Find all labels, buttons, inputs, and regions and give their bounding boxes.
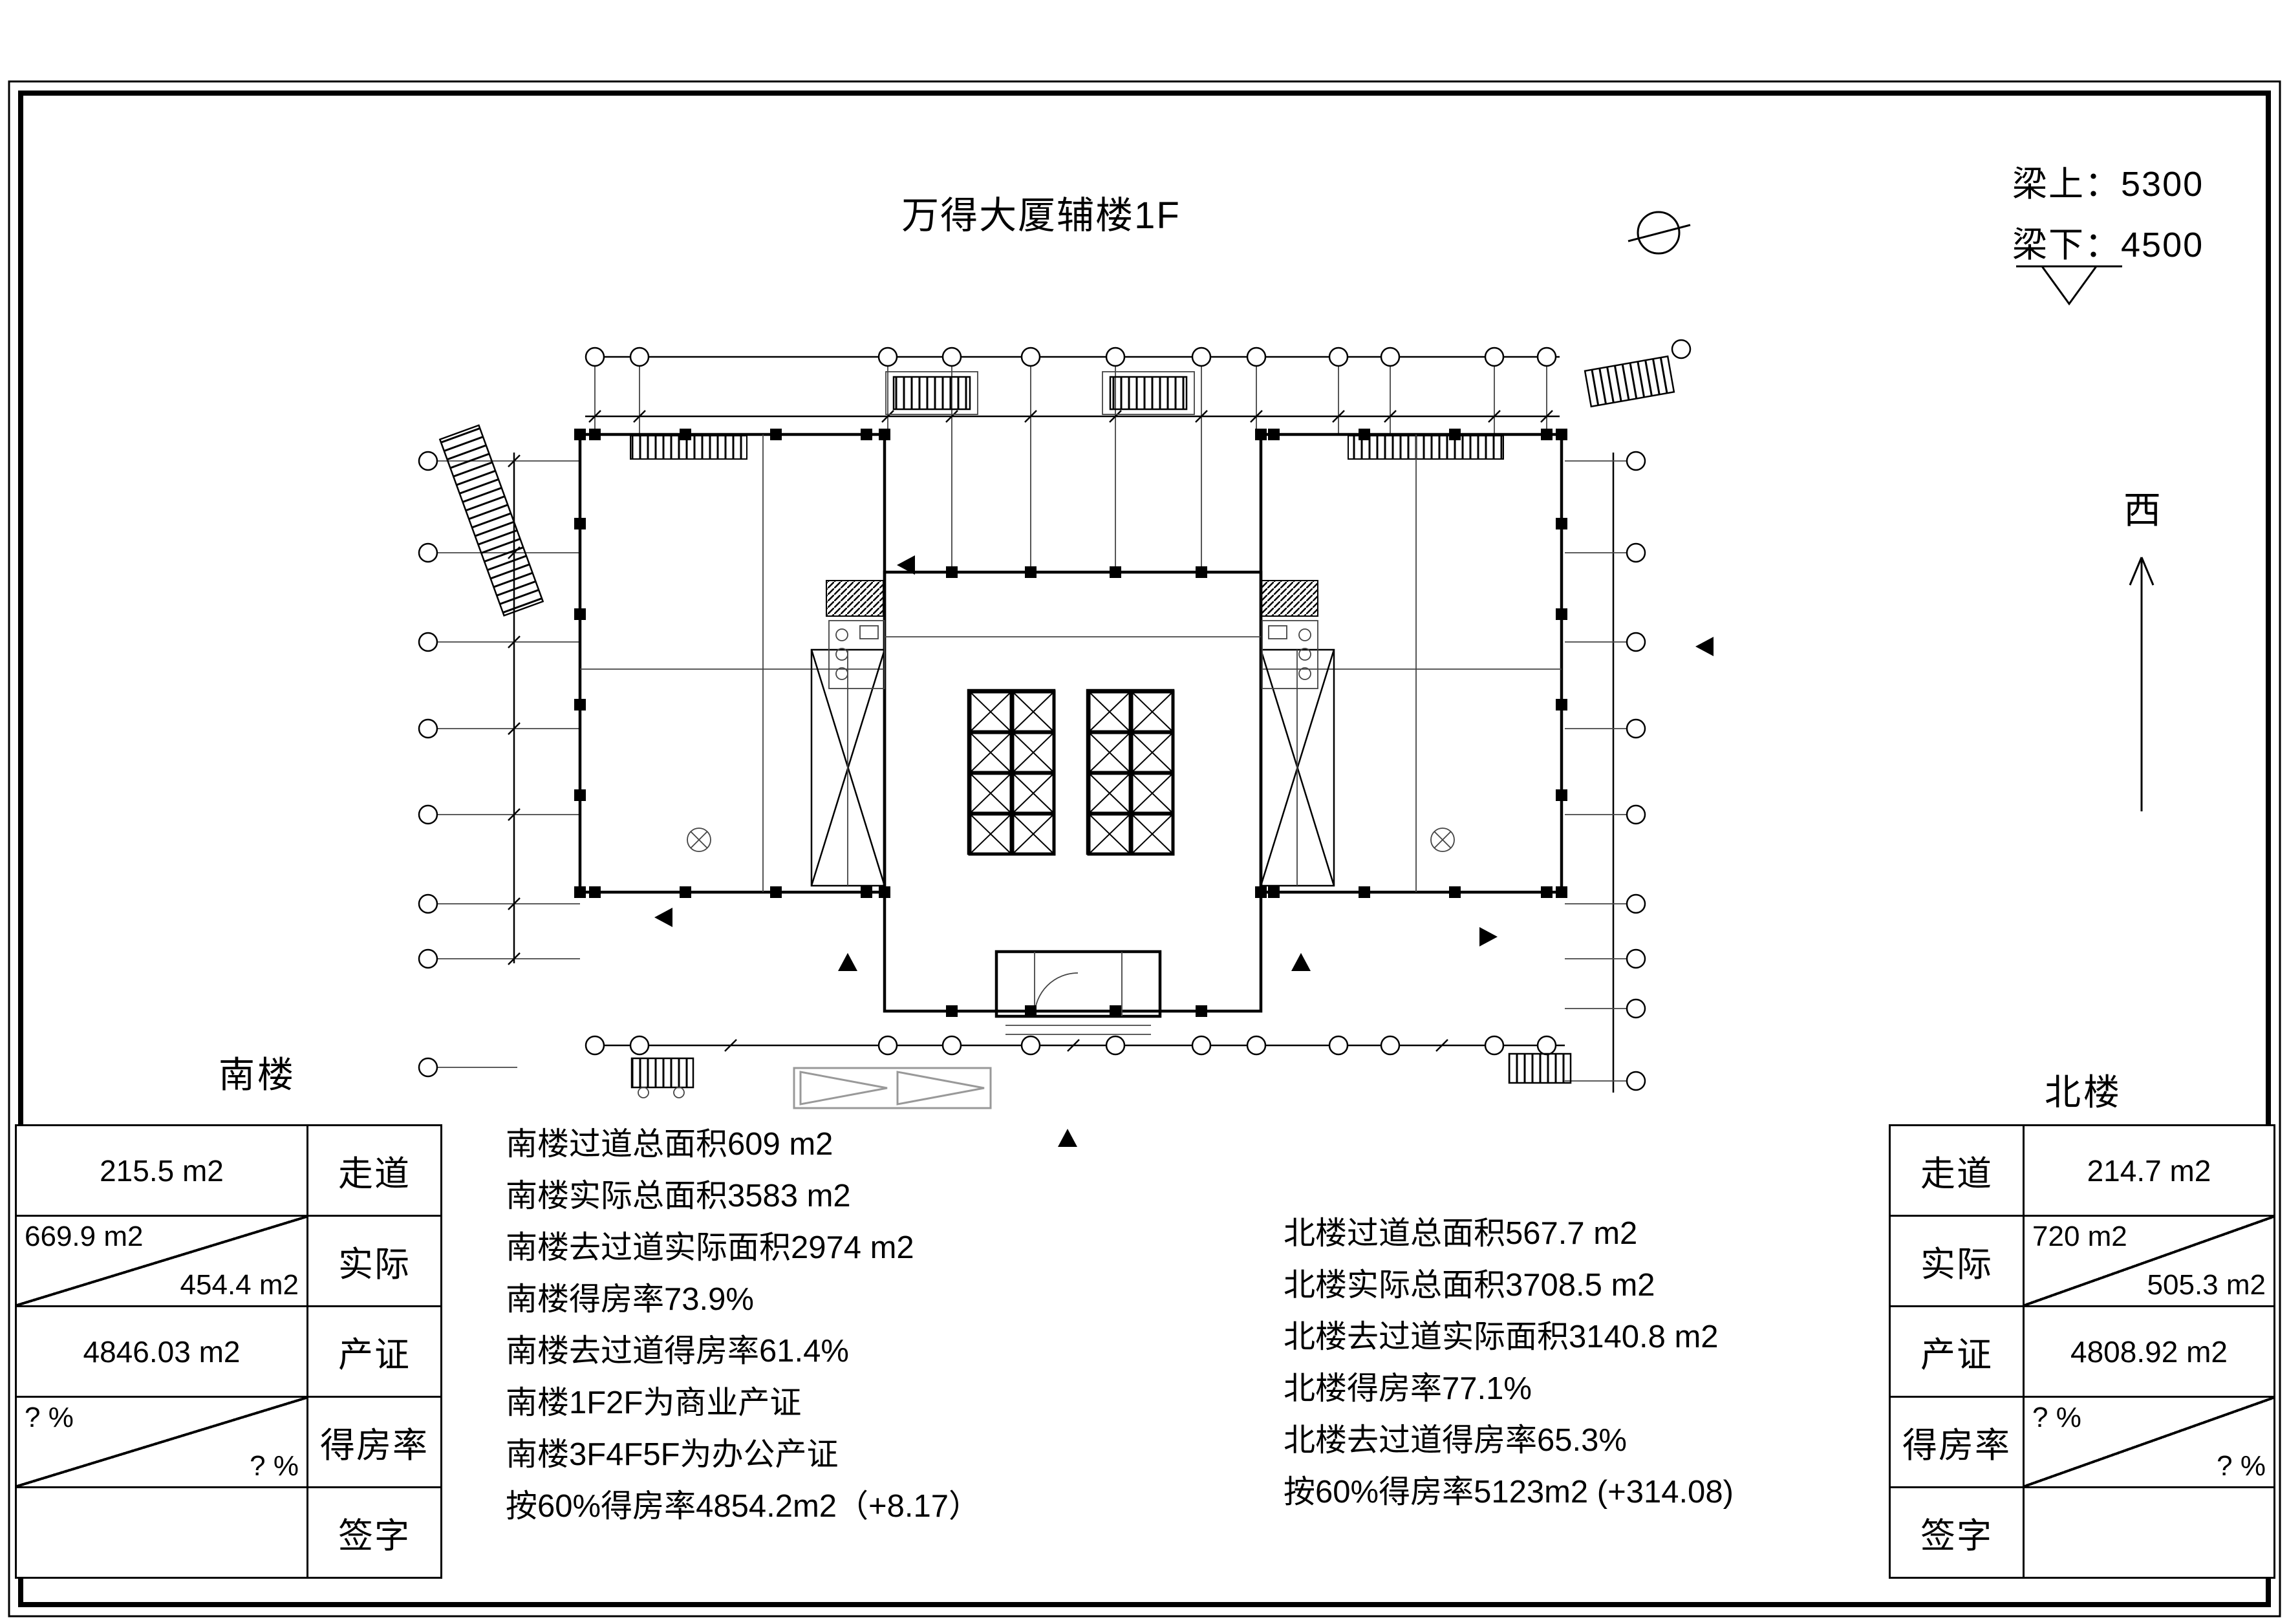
- drawing-title: 万得大厦辅楼1F: [901, 195, 1181, 237]
- south-note-line: 南楼去过道实际面积2974 m2: [506, 1230, 914, 1265]
- north-signature-label: 签字: [1891, 1488, 2023, 1577]
- canopy-triangles: [793, 1067, 992, 1109]
- south-notes: 南楼过道总面积609 m2 南楼实际总面积3583 m2 南楼去过道实际面积29…: [506, 1118, 980, 1532]
- south-note-line: 按60%得房率4854.2m2（+8.17）: [506, 1489, 980, 1524]
- south-note-line: 南楼过道总面积609 m2: [506, 1127, 833, 1162]
- south-signature-label: 签字: [308, 1488, 440, 1577]
- section-marker-icon: [1628, 211, 1691, 255]
- north-actual-value: 720 m2 505.3 m2: [2025, 1217, 2273, 1305]
- north-note-line: 北楼去过道得房率65.3%: [1284, 1423, 1627, 1458]
- north-certificate-value: 4808.92 m2: [2025, 1307, 2273, 1396]
- level-symbol-icon: [2016, 265, 2122, 306]
- south-ratio-label: 得房率: [308, 1398, 440, 1486]
- west-arrow-icon: [2129, 557, 2155, 811]
- ramp-rotated: [438, 424, 544, 617]
- north-corridor-value: 214.7 m2: [2025, 1126, 2273, 1215]
- stair-right: [1260, 648, 1335, 887]
- sheet-border: [8, 80, 2281, 1618]
- south-note-line: 南楼去过道得房率61.4%: [506, 1334, 849, 1369]
- south-actual-top: 669.9 m2: [25, 1221, 144, 1252]
- south-ratio-value: ? % ? %: [17, 1398, 306, 1486]
- elevator-core-right: [1086, 689, 1173, 854]
- columns: [574, 429, 1567, 1017]
- north-ratio-bottom: ? %: [2217, 1450, 2266, 1482]
- right-dimension-grid: [1565, 451, 1646, 1093]
- south-note-line: 南楼实际总面积3583 m2: [506, 1179, 851, 1213]
- escalator-blocks: [630, 339, 1692, 1098]
- north-note-line: 北楼过道总面积567.7 m2: [1284, 1216, 1638, 1251]
- top-dimension-grid: [585, 347, 1560, 572]
- beam-note: 梁上：5300 梁下：4500: [2012, 154, 2204, 275]
- south-building-label: 南楼: [219, 1054, 296, 1095]
- stair-left: [810, 648, 886, 887]
- elevator-core-left: [967, 689, 1054, 854]
- north-note-line: 北楼得房率77.1%: [1284, 1371, 1532, 1406]
- service-rooms: [826, 580, 1318, 689]
- beam-upper: 梁上：5300: [2012, 165, 2204, 204]
- north-ratio-label: 得房率: [1891, 1398, 2023, 1486]
- south-note-line: 南楼3F4F5F为办公产证: [506, 1437, 839, 1472]
- south-area-table: 215.5 m2 走道 669.9 m2 454.4 m2 实际 4846.03…: [15, 1124, 442, 1579]
- south-ratio-bottom: ? %: [250, 1450, 299, 1482]
- north-note-line: 北楼实际总面积3708.5 m2: [1284, 1268, 1655, 1303]
- north-actual-bottom: 505.3 m2: [2147, 1269, 2266, 1301]
- north-building-label: 北楼: [2045, 1072, 2122, 1113]
- south-certificate-value: 4846.03 m2: [17, 1307, 306, 1396]
- south-certificate-label: 产证: [308, 1307, 440, 1396]
- north-note-line: 北楼去过道实际面积3140.8 m2: [1284, 1320, 1719, 1354]
- south-actual-value: 669.9 m2 454.4 m2: [17, 1217, 306, 1305]
- plan-markers: [654, 555, 1714, 1147]
- south-actual-bottom: 454.4 m2: [180, 1269, 299, 1301]
- south-corridor-value: 215.5 m2: [17, 1126, 306, 1215]
- north-signature-value: [2025, 1488, 2273, 1577]
- north-certificate-label: 产证: [1891, 1307, 2023, 1396]
- north-corridor-label: 走道: [1891, 1126, 2023, 1215]
- south-note-line: 南楼1F2F为商业产证: [506, 1385, 802, 1420]
- north-notes: 北楼过道总面积567.7 m2 北楼实际总面积3708.5 m2 北楼去过道实际…: [1284, 1208, 1734, 1518]
- west-label: 西: [2123, 489, 2162, 531]
- building-outlines: [578, 433, 1564, 1013]
- south-ratio-top: ? %: [25, 1402, 74, 1433]
- south-signature-value: [17, 1488, 306, 1577]
- beam-lower: 梁下：4500: [2012, 226, 2204, 264]
- south-corridor-label: 走道: [308, 1126, 440, 1215]
- north-ratio-top: ? %: [2032, 1402, 2081, 1433]
- north-note-line: 按60%得房率5123m2 (+314.08): [1284, 1475, 1734, 1510]
- north-area-table: 走道 214.7 m2 实际 720 m2 505.3 m2 产证 4808.9…: [1889, 1124, 2275, 1579]
- bottom-dimension-grid: [585, 1035, 1565, 1056]
- south-actual-label: 实际: [308, 1217, 440, 1305]
- north-actual-top: 720 m2: [2032, 1221, 2127, 1252]
- north-actual-label: 实际: [1891, 1217, 2023, 1305]
- north-ratio-value: ? % ? %: [2025, 1398, 2273, 1486]
- south-note-line: 南楼得房率73.9%: [506, 1282, 754, 1317]
- entrance: [994, 950, 1162, 1035]
